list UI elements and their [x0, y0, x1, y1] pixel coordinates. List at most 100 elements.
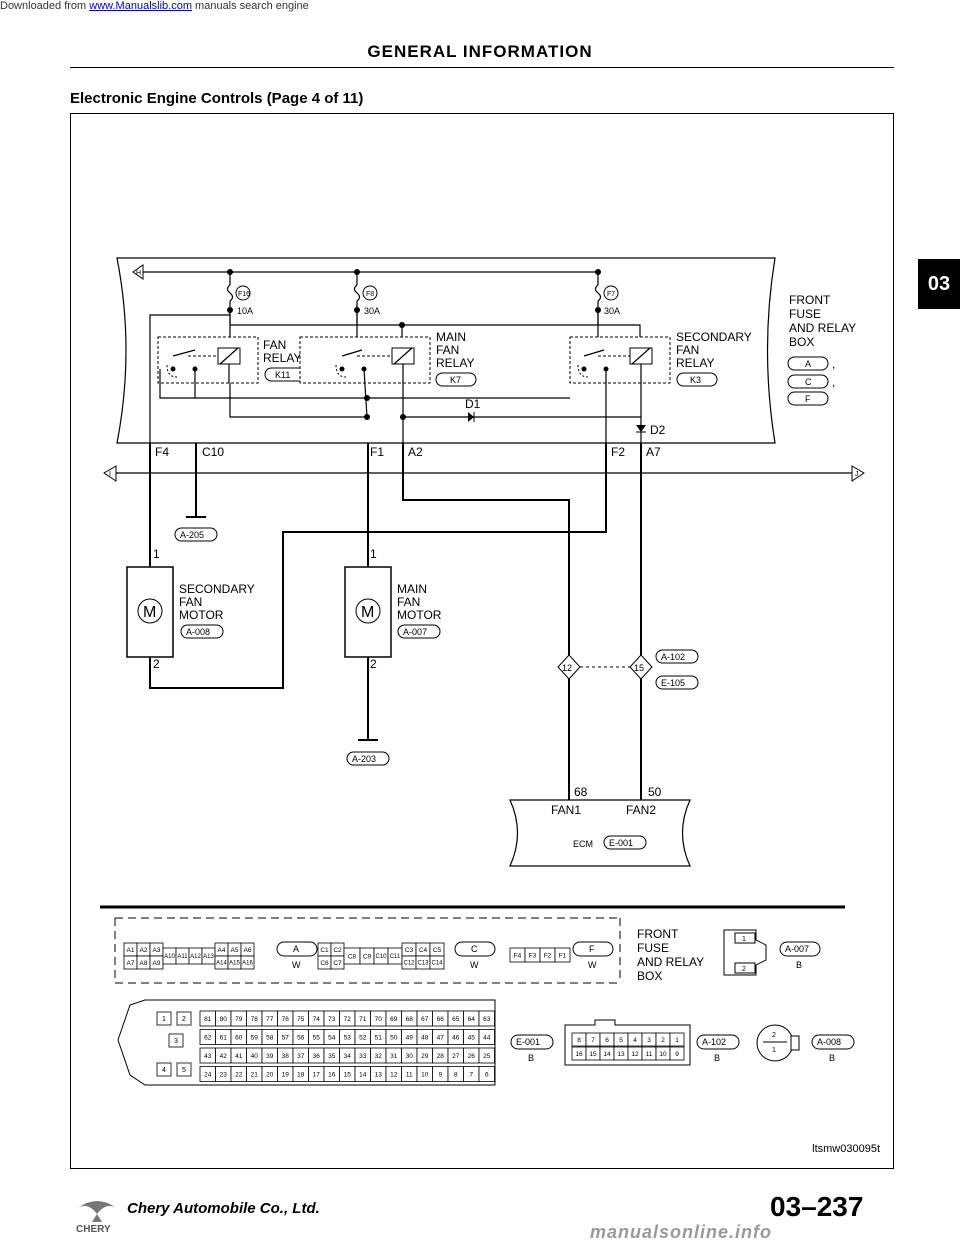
ecm-code: E-001 — [609, 838, 633, 848]
pin-number: 68 — [406, 1016, 414, 1023]
main-fan-motor: M 1 2 MAIN FAN MOTOR A-007 — [344, 547, 442, 671]
pin-number: 6 — [485, 1071, 489, 1078]
pin-number: 67 — [421, 1016, 429, 1023]
manualslib-link[interactable]: www.Manualslib.com — [89, 0, 192, 12]
pin-number: 17 — [313, 1071, 321, 1078]
pin-number: 13 — [617, 1051, 625, 1058]
pin-number: A2 — [140, 947, 148, 954]
pin-cell — [554, 947, 571, 963]
svg-text:A-007: A-007 — [403, 627, 427, 637]
pin-number: 61 — [220, 1034, 228, 1041]
pin-number: 55 — [313, 1034, 321, 1041]
pin-cell — [240, 955, 255, 970]
page-number: 03–237 — [770, 1191, 864, 1222]
conn-a-102 — [655, 649, 699, 664]
pin-number: 34 — [344, 1053, 352, 1060]
pin-label: F4 — [155, 445, 169, 459]
pin-number: 75 — [297, 1016, 305, 1023]
conn-f-pill — [572, 941, 614, 957]
pin-cell — [176, 1011, 192, 1026]
section-title: GENERAL INFORMATION — [367, 42, 593, 61]
pin-number: 39 — [266, 1053, 274, 1060]
pin-number: 53 — [344, 1034, 352, 1041]
fuse-f7: F7 30A — [594, 272, 620, 325]
ecm-pin: 50 — [648, 785, 662, 799]
motor-m-symbol: M — [143, 604, 156, 621]
conn-a-pill — [276, 941, 318, 957]
footer-company: Chery Automobile Co., Ltd. — [127, 1200, 320, 1217]
conn-a-007-view: 1 2 A-007 B — [723, 929, 821, 976]
svg-text:W: W — [588, 960, 597, 970]
pin-number: 36 — [313, 1053, 321, 1060]
pin-number: 16 — [575, 1051, 583, 1058]
pin-number: 66 — [437, 1016, 445, 1023]
pin-number: 25 — [483, 1053, 491, 1060]
svg-text:F: F — [805, 394, 811, 404]
svg-text:A-007: A-007 — [785, 944, 809, 954]
wiring-diagram: .w { stroke:#000; stroke-width:2; fill:n… — [100, 257, 865, 1086]
conn-pill-a — [787, 356, 829, 371]
ecm-signal: FAN1 — [551, 803, 581, 817]
conn-pill-c — [787, 374, 829, 389]
pin-number: A7 — [127, 960, 135, 967]
pin-number: 44 — [483, 1034, 491, 1041]
conn-a-008-view: 2 1 A-008 B — [756, 1024, 855, 1063]
diagram-frame — [70, 113, 894, 1169]
diode-d1 — [468, 412, 474, 422]
pin-number: C4 — [419, 947, 428, 954]
pin-number: 8 — [577, 1037, 581, 1044]
pin-number: 1 — [675, 1037, 679, 1044]
pin-number: 46 — [452, 1034, 460, 1041]
pin-number: 65 — [452, 1016, 460, 1023]
svg-text:,: , — [832, 357, 835, 371]
main-fan-relay-k7: MAIN FAN RELAY K7 — [299, 330, 477, 443]
pin-number: A6 — [244, 947, 252, 954]
pin-number: 57 — [282, 1034, 290, 1041]
pin-number: C1 — [320, 947, 329, 954]
pin-number: A13 — [203, 954, 214, 960]
pin-number: 71 — [359, 1016, 367, 1023]
header-rule — [70, 67, 894, 68]
svg-text:K11: K11 — [275, 370, 290, 380]
pin-number: 8 — [454, 1071, 458, 1078]
bus-marker-h-label: H — [136, 270, 141, 277]
pin-number: 50 — [390, 1034, 398, 1041]
pin-number: 43 — [204, 1053, 212, 1060]
svg-text:30A: 30A — [604, 306, 620, 316]
pin-cell — [669, 1046, 685, 1061]
pin-number: 73 — [328, 1016, 336, 1023]
pin-number: 79 — [235, 1016, 243, 1023]
pin-number: 14 — [359, 1071, 367, 1078]
pin-number: 24 — [204, 1071, 212, 1078]
pin-number: A14 — [216, 961, 227, 967]
pin-number: C14 — [431, 961, 443, 967]
box-name-line: AND RELAY — [789, 321, 856, 335]
wire-a2 — [402, 443, 570, 655]
pin-number: 26 — [468, 1053, 476, 1060]
diode-d2-label: D2 — [650, 423, 666, 437]
pin-cell — [176, 1062, 192, 1077]
pin-number: 81 — [204, 1016, 212, 1023]
ecm-pin: 68 — [574, 785, 588, 799]
conn-pill-f — [787, 391, 829, 406]
figure-code: ltsmw030095t — [812, 1143, 880, 1155]
svg-text:MOTOR: MOTOR — [397, 608, 442, 622]
pin-number: 15 — [344, 1071, 352, 1078]
diode-d1-label: D1 — [465, 397, 481, 411]
pin-number: 40 — [251, 1053, 259, 1060]
pin-number: F4 — [514, 952, 522, 959]
svg-text:C: C — [471, 944, 478, 954]
pin-number: 11 — [406, 1071, 413, 1078]
pin-number: 18 — [297, 1071, 305, 1078]
pin-number: C11 — [390, 954, 401, 960]
chapter-tab[interactable]: 03 — [918, 259, 960, 309]
svg-text:A-008: A-008 — [186, 627, 210, 637]
pin-number: 30 — [406, 1053, 414, 1060]
wire-relay-coils — [230, 324, 641, 340]
svg-text:2: 2 — [370, 657, 377, 671]
pin-number: 1 — [162, 1016, 166, 1023]
fuse-f16: F16 10A — [226, 272, 253, 325]
ecm-name: ECM — [573, 839, 593, 849]
pin-number: C9 — [363, 953, 372, 960]
